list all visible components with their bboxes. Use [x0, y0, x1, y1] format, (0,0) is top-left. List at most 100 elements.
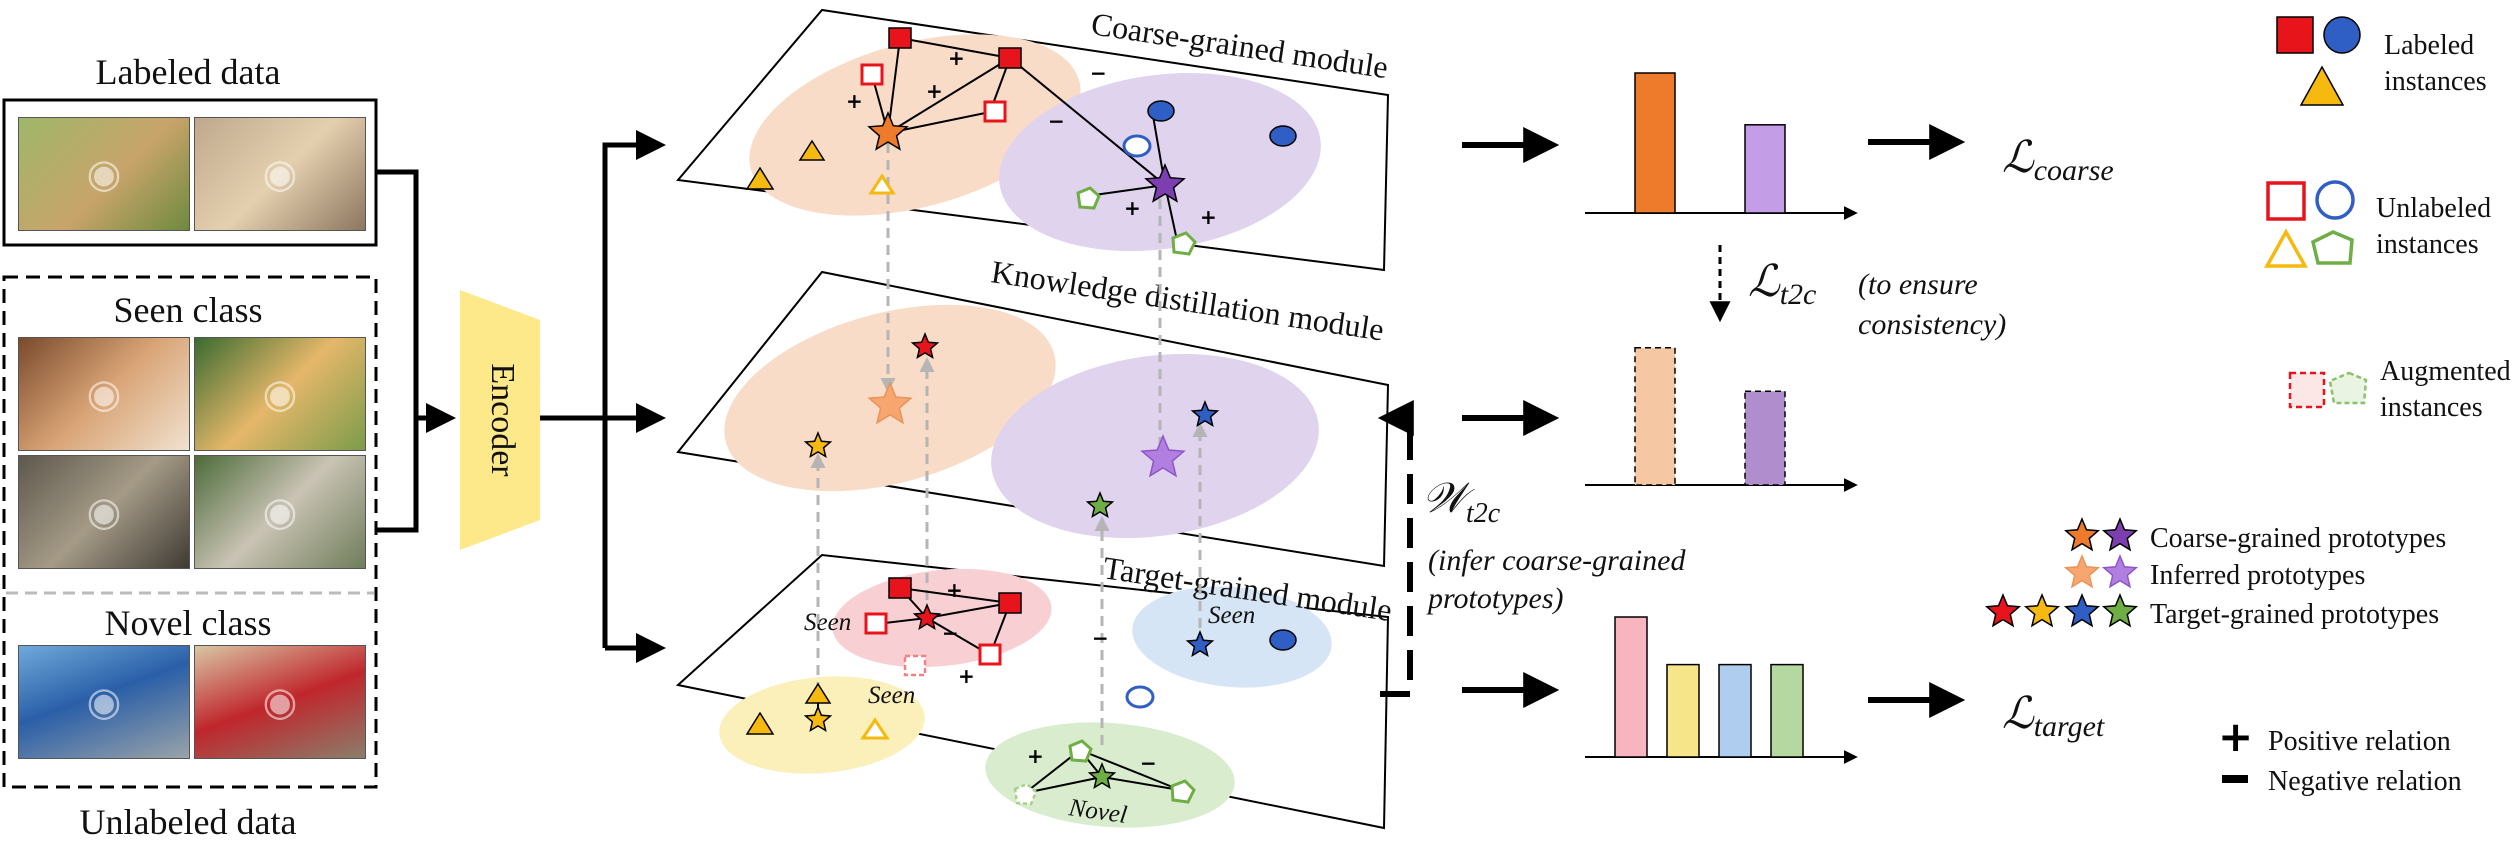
photo-seen-dog-1: ◉ — [18, 337, 190, 451]
svg-text:+: + — [1124, 196, 1141, 220]
kd-star-green — [1085, 491, 1115, 519]
chart-0-bar-0 — [1634, 72, 1676, 214]
legend-unlabeled-pentagon — [2310, 230, 2354, 265]
novel-class-title: Novel class — [105, 603, 272, 643]
target-star-red — [912, 603, 942, 631]
target-star-green — [1087, 762, 1117, 790]
chart-2-bar-0 — [1614, 616, 1648, 758]
coarse-cluster-orange — [749, 34, 1081, 216]
svg-text:−: − — [1092, 626, 1109, 650]
photo-labeled-cat: ◉ — [194, 117, 366, 231]
coarse-relation-signs: + + + + + − − — [846, 46, 1217, 229]
legend-target-star-yellow — [2023, 593, 2061, 628]
l-t2c-script: ℒ — [1748, 257, 1781, 306]
legend-augmented-pentagon — [2328, 371, 2368, 405]
l-t2c-sub: t2c — [1780, 278, 1817, 311]
w-t2c-label: 𝒲t2c — [1422, 476, 1501, 529]
dog-photo-icon: ◉ — [86, 151, 122, 197]
legend-minus-icon — [2222, 775, 2248, 783]
legend-augmented-1: Augmented — [2380, 356, 2511, 387]
target-cluster-blue — [1132, 586, 1332, 688]
encoder-label: Encoder — [484, 363, 521, 477]
chart-0-bar-1 — [1744, 124, 1786, 214]
svg-text:+: + — [948, 46, 965, 70]
svg-text:−: − — [942, 621, 959, 645]
target-instances — [745, 577, 1297, 806]
dog-photo-icon: ◉ — [86, 371, 122, 417]
l-coarse-label: ℒcoarse — [2002, 133, 2114, 187]
photo-seen-dog-2: ◉ — [194, 337, 366, 451]
legend-target-star-green — [2101, 593, 2139, 628]
legend-coarse-star-orange — [2063, 517, 2101, 552]
cat-photo-icon: ◉ — [262, 151, 298, 197]
kd-star-yellow — [803, 431, 833, 459]
legend-coarse-proto: Coarse-grained prototypes — [2150, 523, 2446, 554]
legend-target-star-blue — [2063, 593, 2101, 628]
target-cluster-red — [832, 568, 1052, 668]
legend-target-star-red — [1984, 593, 2022, 628]
photo-novel-car-2: ◉ — [194, 645, 366, 759]
coarse-star-purple — [1144, 163, 1186, 203]
svg-text:+: + — [1200, 205, 1217, 229]
l-target-script: ℒ — [2002, 689, 2035, 738]
legend-augmented-2: instances — [2380, 392, 2483, 423]
target-seen-label-yellow: Seen — [868, 682, 915, 709]
legend: Labeled instances Unlabeled instances Au… — [2150, 16, 2511, 797]
legend-labeled-2: instances — [2384, 66, 2487, 97]
labeled-data-title: Labeled data — [96, 52, 281, 92]
coarse-instances — [745, 27, 1297, 256]
car-photo-icon: ◉ — [86, 679, 122, 725]
encoder-block — [460, 290, 540, 550]
w-t2c-note-2: prototypes) — [1426, 582, 1564, 615]
to-coarse-arrow — [602, 130, 666, 648]
target-relation-signs: + + + − − − — [942, 578, 1157, 775]
cat-photo-icon: ◉ — [262, 489, 298, 535]
legend-unlabeled-2: instances — [2376, 229, 2479, 260]
svg-text:+: + — [1027, 744, 1044, 768]
kd-star-inferred-orange — [867, 381, 913, 425]
legend-augmented-square — [2288, 371, 2326, 409]
svg-text:−: − — [1090, 61, 1107, 85]
legend-target-proto: Target-grained prototypes — [2150, 599, 2439, 630]
legend-coarse-star-purple — [2101, 517, 2139, 552]
svg-text:+: + — [846, 89, 863, 113]
legend-labeled-triangle — [2299, 65, 2345, 106]
t2c-note-1: (to ensure — [1858, 268, 1978, 301]
legend-inferred-star-purple — [2101, 554, 2139, 589]
coarse-star-orange — [867, 111, 909, 151]
svg-text:−: − — [1048, 109, 1065, 133]
photo-novel-car-1: ◉ — [18, 645, 190, 759]
l-target-sub: target — [2034, 710, 2105, 743]
legend-unlabeled-triangle — [2264, 228, 2308, 268]
kd-star-blue — [1190, 400, 1220, 428]
labeled-data-box — [2, 98, 378, 247]
svg-text:−: − — [1140, 751, 1157, 775]
output-charts — [1585, 72, 1858, 764]
cat-photo-icon: ◉ — [86, 489, 122, 535]
photo-labeled-dog: ◉ — [18, 117, 190, 231]
legend-labeled-1: Labeled — [2384, 30, 2474, 61]
w-t2c-note-1: (infer coarse-grained — [1428, 544, 1686, 577]
svg-text:+: + — [958, 664, 975, 688]
dog-photo-icon: ◉ — [262, 371, 298, 417]
target-seen-label-red: Seen — [804, 609, 851, 636]
photo-seen-cat-2: ◉ — [194, 455, 366, 569]
svg-text:+: + — [926, 79, 943, 103]
l-target-label: ℒtarget — [2002, 689, 2105, 743]
kd-cluster-purple — [991, 353, 1319, 539]
l-coarse-sub: coarse — [2034, 154, 2114, 187]
chart-1-bar-1 — [1744, 390, 1786, 486]
legend-inferred-proto: Inferred prototypes — [2150, 560, 2365, 591]
target-seen-label-blue: Seen — [1208, 602, 1255, 629]
photo-seen-cat-1: ◉ — [18, 455, 190, 569]
unlabeled-data-box — [2, 275, 378, 789]
kd-star-inferred-purple — [1140, 434, 1186, 478]
unlabeled-data-title: Unlabeled data — [80, 802, 297, 842]
l-coarse-script: ℒ — [2002, 133, 2035, 182]
seen-class-title: Seen class — [114, 290, 263, 330]
chart-2-bar-2 — [1718, 663, 1752, 758]
svg-text:+: + — [946, 578, 963, 602]
t2c-note-2: consistency) — [1858, 308, 2006, 341]
legend-unlabeled-square — [2266, 181, 2306, 221]
